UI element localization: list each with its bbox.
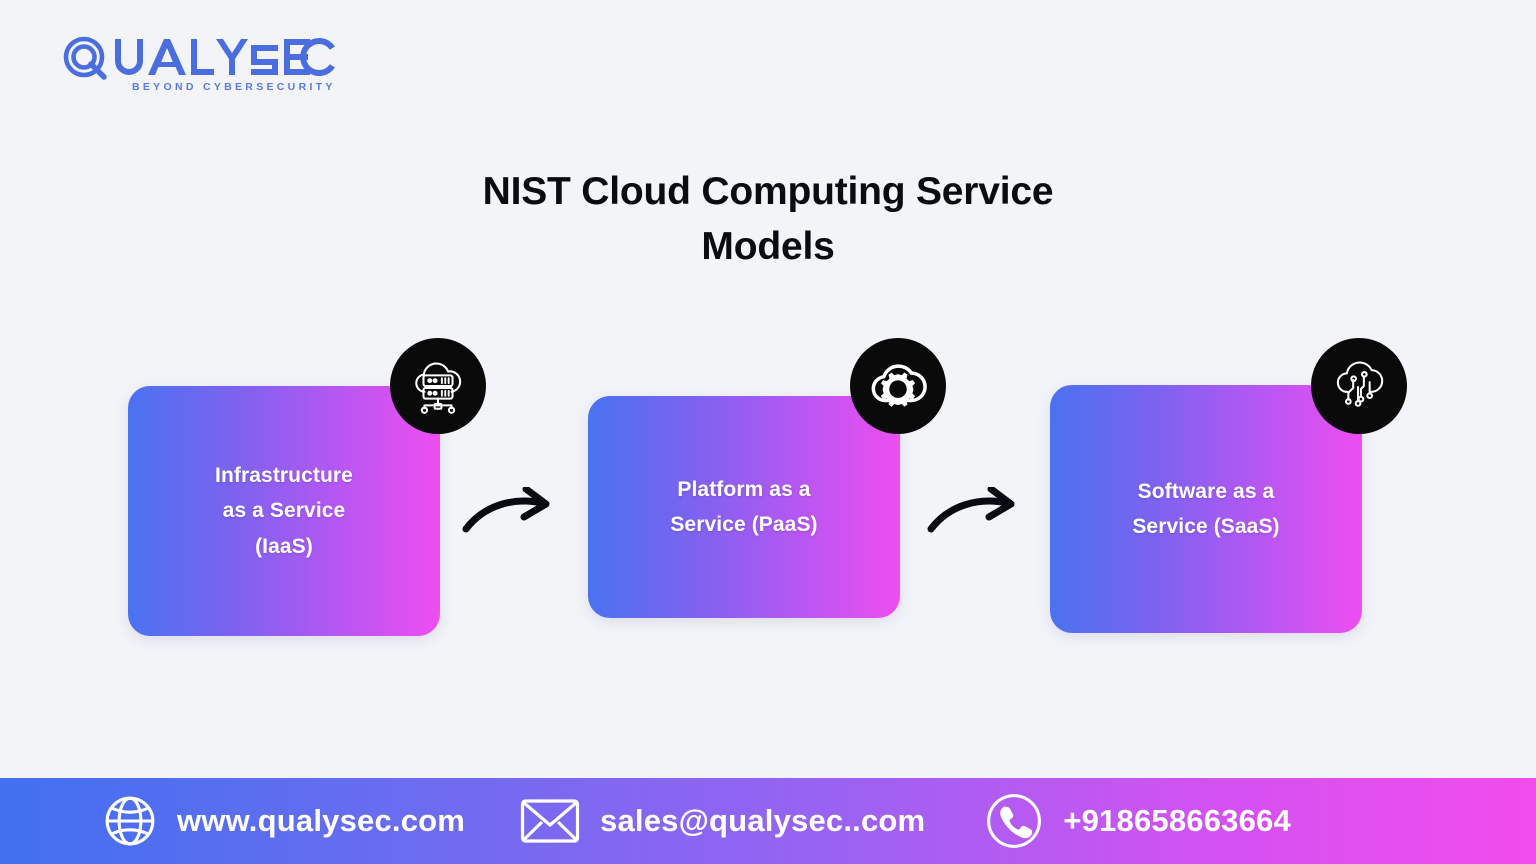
service-card-paas-label: Platform as a Service (PaaS) xyxy=(644,472,843,543)
cloud-gear-icon-badge xyxy=(850,338,946,434)
card-label-line: as a Service xyxy=(222,499,346,523)
service-card-iaas[interactable]: Infrastructure as a Service (IaaS) xyxy=(128,386,440,636)
card-label-line: Software as a xyxy=(1137,479,1275,503)
service-card-iaas-label: Infrastructure as a Service (IaaS) xyxy=(189,458,379,564)
globe-icon xyxy=(103,794,157,848)
contact-website[interactable]: www.qualysec.com xyxy=(103,778,465,864)
connector-arrow-2 xyxy=(927,485,1019,544)
page-title: NIST Cloud Computing Service Models xyxy=(0,164,1536,275)
logo-wordmark-icon xyxy=(63,36,335,80)
cloud-server-icon-badge xyxy=(390,338,486,434)
contact-phone[interactable]: +918658663664 xyxy=(985,778,1291,864)
card-label-line: (IaaS) xyxy=(255,534,313,558)
phone-icon xyxy=(985,792,1043,850)
logo-tagline: BEYOND CYBERSECURITY xyxy=(132,81,336,93)
card-label-line: Service (SaaS) xyxy=(1132,515,1280,538)
envelope-icon xyxy=(520,797,580,845)
card-label-line: Platform as a xyxy=(677,477,811,501)
service-card-saas-label: Software as a Service (SaaS) xyxy=(1106,474,1305,545)
curved-arrow-right-icon xyxy=(462,485,550,533)
page-title-line-2: Models xyxy=(701,225,835,269)
cloud-circuit-icon-badge xyxy=(1311,338,1407,434)
connector-arrow-1 xyxy=(462,485,554,544)
card-label-line: Infrastructure xyxy=(215,464,353,488)
website-text: www.qualysec.com xyxy=(177,803,466,838)
cloud-circuit-icon xyxy=(1336,361,1384,407)
qualysec-logo: BEYOND CYBERSECURITY xyxy=(60,33,335,95)
service-card-saas[interactable]: Software as a Service (SaaS) xyxy=(1050,385,1362,633)
email-text: sales@qualysec..com xyxy=(600,803,926,838)
phone-text: +918658663664 xyxy=(1063,803,1291,838)
card-label-line: Service (PaaS) xyxy=(670,513,818,536)
curved-arrow-right-icon xyxy=(927,485,1015,533)
cloud-gear-icon xyxy=(871,364,927,407)
page-title-line-1: NIST Cloud Computing Service xyxy=(482,170,1054,213)
service-card-paas[interactable]: Platform as a Service (PaaS) xyxy=(588,396,900,618)
contact-footer-bar: www.qualysec.com sales@qualysec..com xyxy=(0,778,1536,864)
cloud-server-icon xyxy=(415,362,462,414)
contact-email[interactable]: sales@qualysec..com xyxy=(520,778,925,864)
